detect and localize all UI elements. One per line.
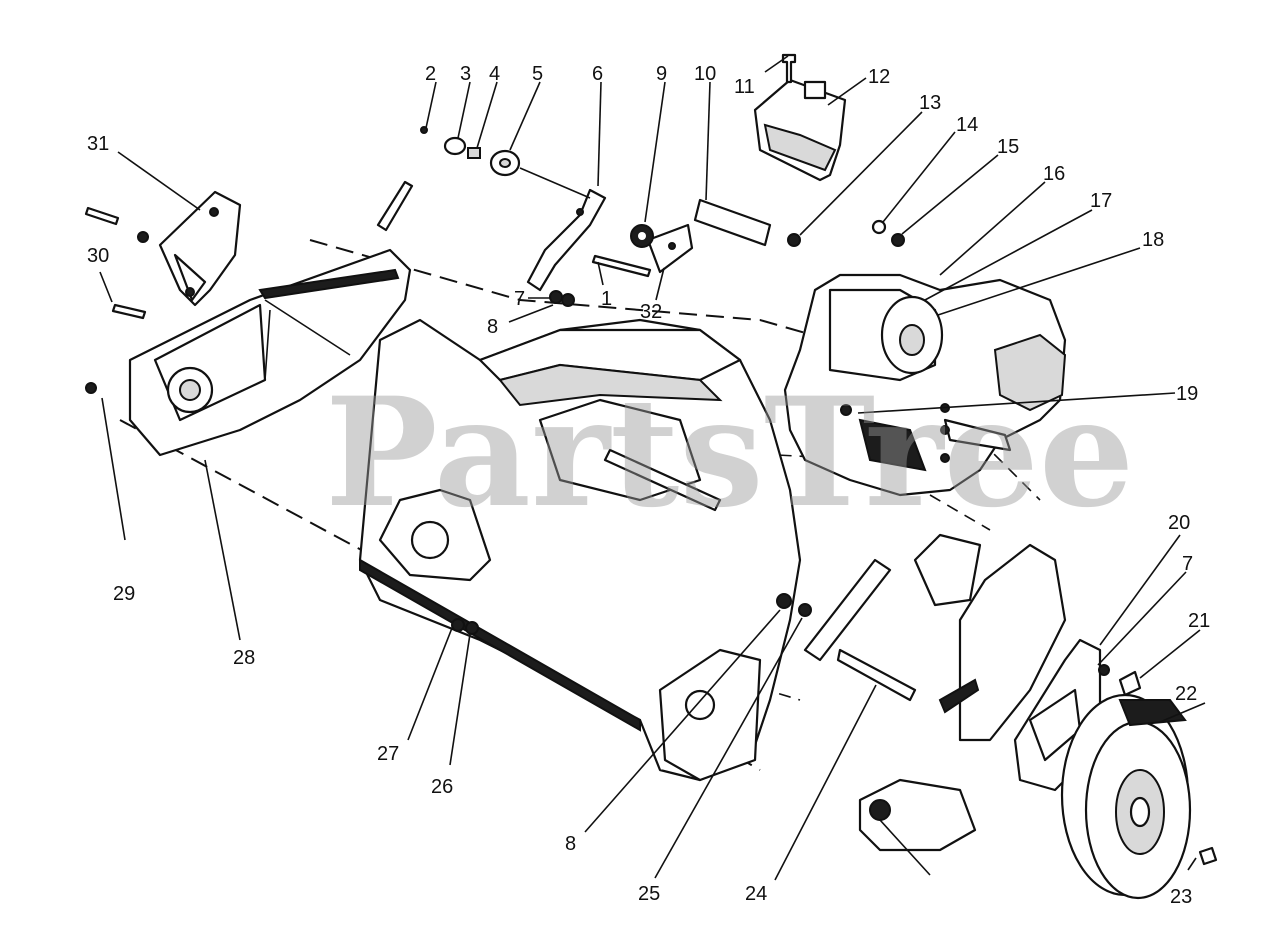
fitting-parts-14-15: [871, 219, 905, 247]
callout-11: 11: [734, 76, 755, 98]
callout-9: 9: [656, 63, 667, 85]
side-panel-part-28: [128, 248, 412, 457]
gearbox-assembly: [783, 273, 1067, 497]
callout-15: 15: [997, 136, 1019, 158]
lever-part-6: [526, 188, 607, 292]
assembly-line-upper: [309, 239, 901, 361]
callout-18: 18: [1142, 229, 1164, 251]
bracket-part-31: [158, 190, 242, 307]
callout-6: 6: [592, 63, 603, 85]
callout-2: 2: [425, 63, 436, 85]
callout-1: 1: [601, 288, 612, 310]
callout-labels: 2 3 4 5 6 9 10 11 12 13 14 15 16 17 18 1…: [87, 63, 1210, 908]
assembly-line-gearbox: [979, 439, 1041, 501]
callout-30: 30: [87, 245, 109, 267]
hubcap-part-23: [1198, 846, 1218, 866]
callout-12: 12: [868, 66, 890, 88]
bolts-parts-29-30: [84, 206, 149, 394]
watermark-text: PartsTree: [325, 365, 1134, 541]
right-side-plate: [858, 533, 1067, 852]
plate-part-32: [646, 223, 694, 274]
shaft-part-10: [693, 198, 801, 247]
auger-housing: [358, 318, 802, 782]
washer-stack-parts-2-5: [420, 126, 591, 199]
callout-7-upper: 7: [514, 288, 525, 310]
sprocket-part-9: [630, 224, 654, 248]
callout-16: 16: [1043, 163, 1065, 185]
callout-24: 24: [745, 883, 767, 905]
parts-drawing: [84, 53, 1218, 900]
bolt-part-11: [781, 53, 797, 84]
block-part-12: [753, 78, 847, 182]
callout-32: 32: [640, 301, 662, 323]
callout-8-upper: 8: [487, 316, 498, 338]
callout-21: 21: [1188, 610, 1210, 632]
bolt-part-1: [591, 254, 652, 278]
callout-14: 14: [956, 114, 978, 136]
callout-4: 4: [489, 63, 500, 85]
leader-lines: [99, 55, 1206, 881]
nuts-parts-8-25: [451, 290, 812, 635]
callout-29: 29: [113, 583, 135, 605]
callout-3: 3: [460, 63, 471, 85]
callout-31: 31: [87, 133, 109, 155]
callout-26: 26: [431, 776, 453, 798]
wheel-part-22: [1060, 693, 1192, 900]
callout-22: 22: [1175, 683, 1197, 705]
callout-8-lower: 8: [565, 833, 576, 855]
axle-part-24: [803, 558, 917, 702]
callout-28: 28: [233, 647, 255, 669]
callout-5: 5: [532, 63, 543, 85]
callout-10: 10: [694, 63, 716, 85]
callout-19: 19: [1176, 383, 1198, 405]
callout-23: 23: [1170, 886, 1192, 908]
callout-13: 13: [919, 92, 941, 114]
pin-near-bracket: [376, 180, 414, 232]
callout-7-lower: 7: [1182, 553, 1193, 575]
callout-17: 17: [1090, 190, 1112, 212]
callout-27: 27: [377, 743, 399, 765]
callout-25: 25: [638, 883, 660, 905]
callout-20: 20: [1168, 512, 1190, 534]
